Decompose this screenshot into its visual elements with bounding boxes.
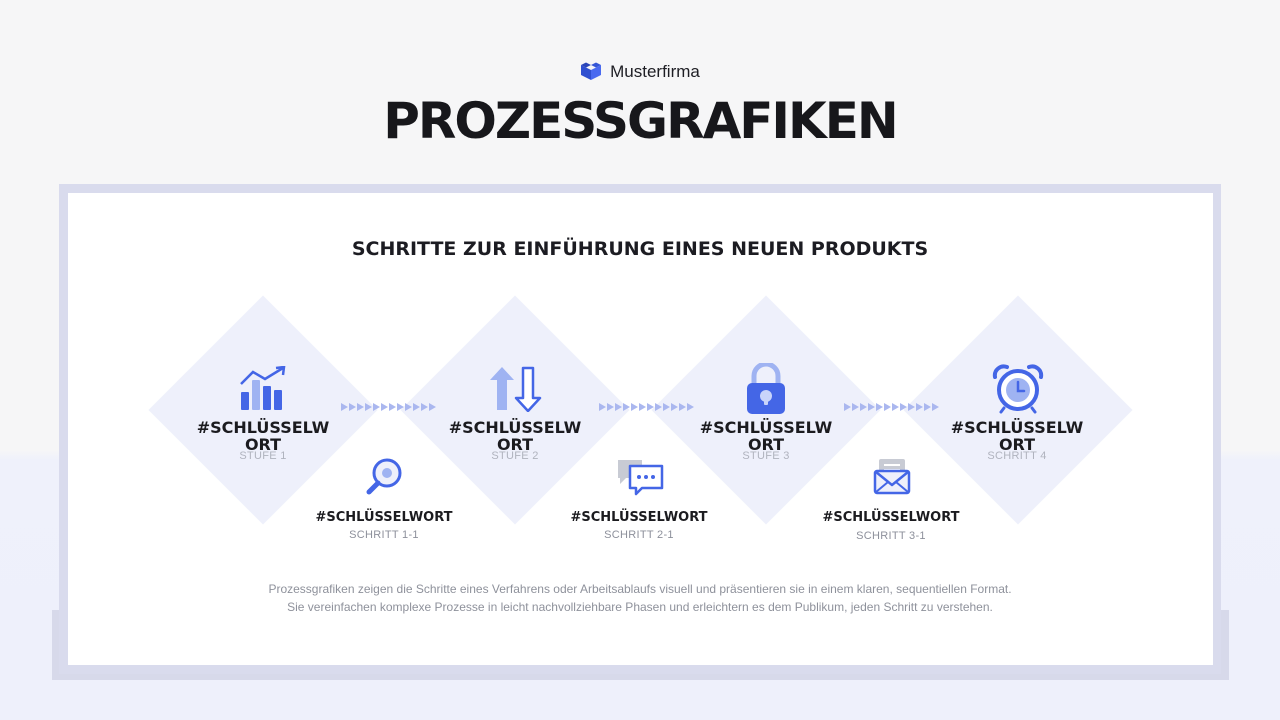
connector-arrows-1	[341, 403, 436, 411]
padlock-icon	[745, 361, 787, 419]
connector-arrows-3	[844, 403, 939, 411]
stage-1-title: #SCHLÜSSELWORT	[196, 418, 330, 454]
description-line-2: Sie vereinfachen komplexe Prozesse in le…	[287, 600, 993, 614]
up-down-arrows-icon	[488, 366, 542, 416]
stage-3-label: STUFE 3	[742, 450, 790, 462]
stage-4-label: SCHRITT 4	[987, 450, 1047, 462]
stage-2-label: STUFE 2	[491, 450, 539, 462]
chat-bubbles-icon	[616, 458, 666, 500]
substep-1-title: #SCHLÜSSELWORT	[315, 510, 453, 525]
alarm-clock-icon	[992, 364, 1044, 418]
brand: Musterfirma	[0, 60, 1280, 84]
stage-3-title: #SCHLÜSSELWORT	[699, 418, 833, 454]
description: Prozessgrafiken zeigen die Schritte eine…	[0, 580, 1280, 616]
magnifier-icon	[365, 457, 405, 499]
connector-arrows-2	[599, 403, 694, 411]
envelope-icon	[873, 457, 911, 499]
substep-2-label: SCHRITT 2-1	[604, 529, 674, 541]
brand-name: Musterfirma	[610, 62, 700, 81]
stage-4-title: #SCHLÜSSELWORT	[950, 418, 1084, 454]
substep-3-label: SCHRITT 3-1	[856, 530, 926, 542]
substep-2-title: #SCHLÜSSELWORT	[570, 510, 708, 525]
bar-chart-growth-icon	[239, 365, 287, 416]
substep-3-title: #SCHLÜSSELWORT	[822, 510, 960, 525]
cube-logo-icon	[580, 60, 602, 84]
card-title: SCHRITTE ZUR EINFÜHRUNG EINES NEUEN PROD…	[351, 238, 929, 260]
description-line-1: Prozessgrafiken zeigen die Schritte eine…	[268, 582, 1012, 596]
substep-1-label: SCHRITT 1-1	[349, 529, 419, 541]
page-title: PROZESSGRAFIKEN	[383, 92, 899, 150]
stage-1-label: STUFE 1	[239, 450, 287, 462]
stage-2-title: #SCHLÜSSELWORT	[448, 418, 582, 454]
